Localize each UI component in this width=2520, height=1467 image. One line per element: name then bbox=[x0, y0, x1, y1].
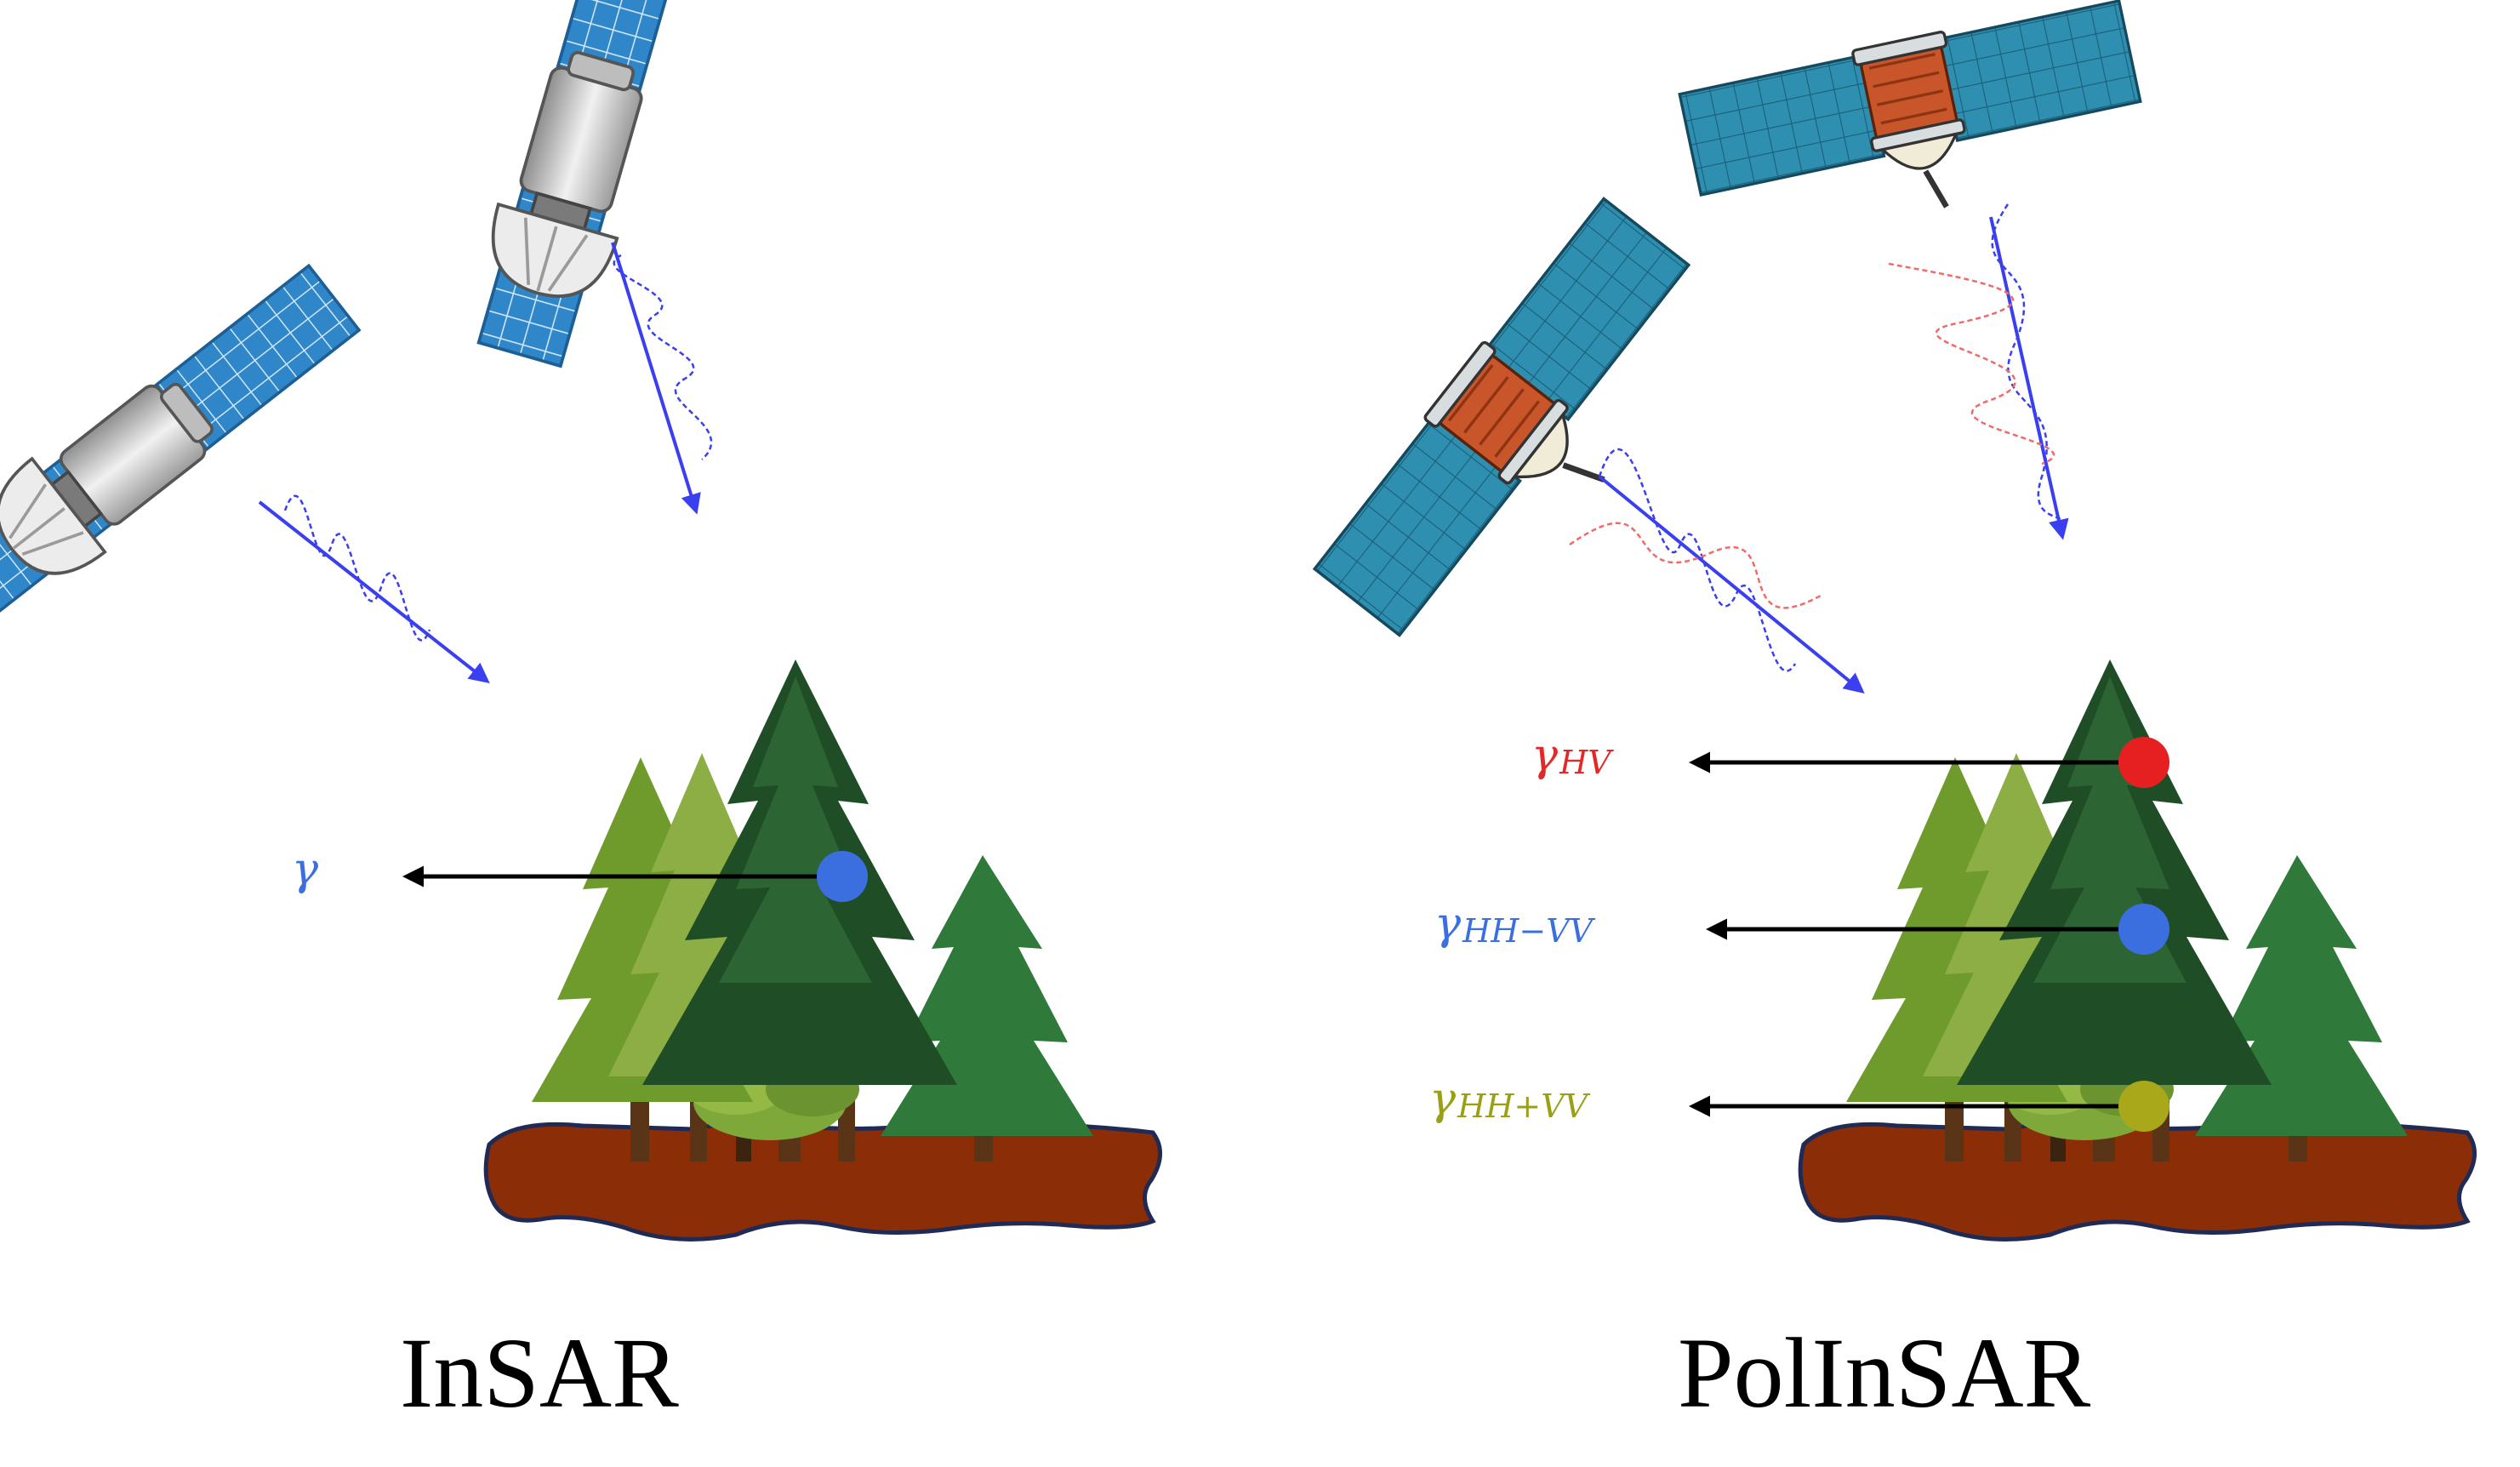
polarized-wave-icon bbox=[1569, 448, 1865, 694]
satellite-icon bbox=[1309, 195, 1741, 676]
gamma-symbol: γ bbox=[1434, 899, 1462, 950]
hh-plus-vv-coherence-label: γHH+VV bbox=[1429, 1077, 1588, 1122]
polarized-wave-icon bbox=[1888, 203, 2069, 540]
hh-minus-vv-coherence-label: γHH−VV bbox=[1434, 902, 1593, 947]
hv-coherence-label: γHV bbox=[1531, 734, 1611, 779]
satellite-icon bbox=[460, 0, 714, 371]
scatter-point-icon bbox=[817, 851, 868, 902]
forest-icon bbox=[486, 659, 1160, 1239]
insar-coherence-label: γ bbox=[292, 848, 318, 892]
scatter-point-icon bbox=[2118, 737, 2169, 788]
polarized-wave-icon bbox=[258, 494, 490, 683]
gamma-subscript: HH−VV bbox=[1462, 911, 1594, 950]
satellite-icon bbox=[1679, 0, 2154, 256]
polarized-wave-icon bbox=[611, 242, 713, 515]
scatter-point-icon bbox=[2118, 1081, 2169, 1132]
polinsar-caption: PolInSAR bbox=[1678, 1317, 2091, 1429]
gamma-symbol: γ bbox=[1429, 1074, 1457, 1125]
gamma-symbol: γ bbox=[1531, 730, 1559, 781]
gamma-symbol: γ bbox=[292, 844, 319, 895]
insar-caption: InSAR bbox=[400, 1317, 679, 1429]
satellite-icon bbox=[0, 251, 370, 634]
gamma-subscript: HH+VV bbox=[1457, 1087, 1588, 1125]
gamma-subscript: HV bbox=[1559, 743, 1611, 781]
scatter-point-icon bbox=[2118, 904, 2169, 955]
